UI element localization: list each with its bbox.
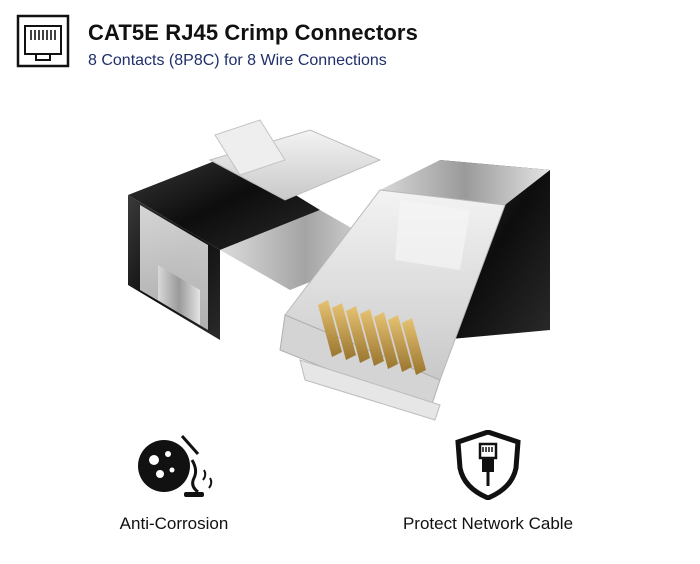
rj45-port-icon	[16, 14, 70, 68]
feature-protect-cable: Protect Network Cable	[378, 430, 598, 550]
anti-corrosion-icon	[138, 435, 213, 497]
shield-cable-icon	[455, 430, 521, 500]
feature-label: Protect Network Cable	[402, 514, 574, 533]
gold-contacts	[318, 300, 426, 375]
feature-label: Anti-Corrosion	[119, 514, 229, 533]
header: CAT5E RJ45 Crimp Connectors 8 Contacts (…	[16, 14, 686, 74]
feature-anti-corrosion: Anti-Corrosion	[64, 430, 284, 550]
page-subtitle: 8 Contacts (8P8C) for 8 Wire Connections	[88, 52, 387, 69]
connector-front	[279, 160, 550, 421]
rj45-connectors-image	[128, 119, 550, 421]
connector-back	[128, 119, 390, 340]
page-title: CAT5E RJ45 Crimp Connectors	[88, 20, 418, 45]
